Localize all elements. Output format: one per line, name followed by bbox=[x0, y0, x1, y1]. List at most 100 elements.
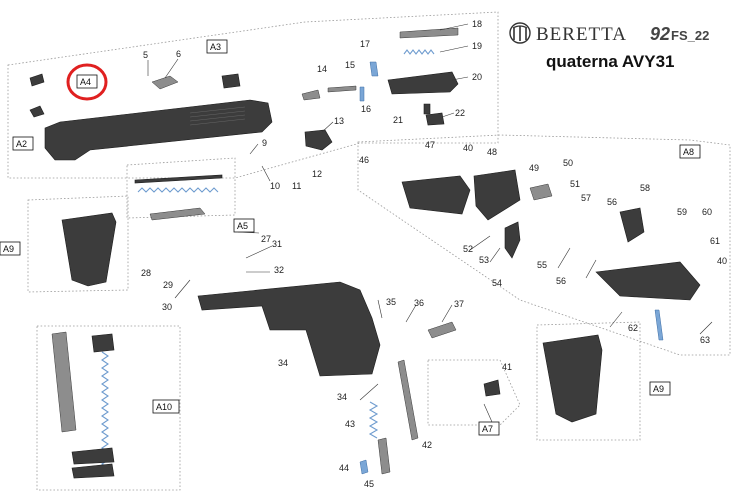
svg-text:A5: A5 bbox=[237, 221, 248, 231]
part-number: 30 bbox=[162, 302, 172, 312]
part-number: 57 bbox=[581, 193, 591, 203]
part-number: 49 bbox=[529, 163, 539, 173]
group-label-a4: A4 bbox=[76, 74, 98, 89]
extractor-part bbox=[151, 75, 179, 90]
part-number: 45 bbox=[364, 479, 374, 489]
brand-header: BERETTA 92 FS_22 quaterna AVY31 bbox=[509, 22, 709, 71]
latch-part-37 bbox=[427, 321, 457, 339]
magazine-floorplate-part bbox=[71, 447, 115, 465]
part-number: 32 bbox=[274, 265, 284, 275]
part-number: 63 bbox=[700, 335, 710, 345]
spring-part-16 bbox=[359, 86, 365, 102]
part-number: 40 bbox=[463, 143, 473, 153]
locking-block-part bbox=[304, 129, 333, 151]
part-number: 17 bbox=[360, 39, 370, 49]
part-number: 55 bbox=[537, 260, 547, 270]
part-number: 13 bbox=[334, 116, 344, 126]
part-number: 56 bbox=[556, 276, 566, 286]
part-number: 18 bbox=[472, 19, 482, 29]
brand-wordmark: BERETTA bbox=[536, 24, 627, 45]
brand-model: 92 bbox=[650, 24, 670, 44]
grip-left-frame bbox=[27, 195, 129, 293]
magazine-frame bbox=[36, 325, 181, 491]
part-number: 19 bbox=[472, 41, 482, 51]
magazine-follower-part bbox=[91, 333, 115, 353]
part-number: 6 bbox=[176, 49, 181, 59]
recoil-spring-frame bbox=[126, 157, 236, 219]
slide-part bbox=[44, 99, 273, 161]
magazine-base-part bbox=[71, 463, 115, 479]
part-number: 11 bbox=[292, 181, 301, 191]
group-label-a2: A2 bbox=[12, 136, 34, 151]
group-frames bbox=[7, 11, 731, 491]
part-number: 36 bbox=[414, 298, 424, 308]
svg-text:A9: A9 bbox=[3, 244, 14, 254]
safety-lever-part bbox=[221, 73, 241, 89]
svg-text:A7: A7 bbox=[482, 424, 493, 434]
part-number: 51 bbox=[570, 179, 580, 189]
rear-sight-part bbox=[29, 105, 45, 118]
grip-right-frame bbox=[536, 321, 641, 441]
part-number: 42 bbox=[422, 440, 432, 450]
part-number: 27 bbox=[261, 234, 271, 244]
mainspring-housing-part bbox=[595, 261, 701, 301]
part-number: 31 bbox=[272, 239, 282, 249]
grip-panel-left-part bbox=[61, 212, 117, 287]
sear-housing-part bbox=[473, 169, 521, 221]
part-number: 43 bbox=[345, 419, 355, 429]
firing-pin-part-49 bbox=[529, 183, 553, 201]
guide-part-45 bbox=[377, 437, 391, 475]
part-shapes bbox=[29, 27, 701, 479]
spring-part-43 bbox=[368, 401, 379, 439]
part-number: 15 bbox=[345, 60, 355, 70]
part-number: 50 bbox=[563, 158, 573, 168]
part-number: 62 bbox=[628, 323, 638, 333]
group-labels: A2 A3 A4 A5 A7 A8 A9 A9 bbox=[0, 39, 701, 436]
slide-stop-part bbox=[149, 207, 206, 221]
group-label-a9-right: A9 bbox=[649, 381, 671, 396]
part-number: 28 bbox=[141, 268, 151, 278]
group-label-a7: A7 bbox=[478, 421, 500, 436]
grip-panel-right-part bbox=[542, 334, 603, 423]
part-number: 46 bbox=[359, 155, 369, 165]
highlight-circle bbox=[66, 63, 108, 101]
part-number: 53 bbox=[479, 255, 489, 265]
part-number: 12 bbox=[312, 169, 322, 179]
svg-text:A3: A3 bbox=[210, 42, 221, 52]
pin-part-44 bbox=[359, 459, 369, 475]
part-number: 14 bbox=[317, 64, 327, 74]
part-number: 59 bbox=[677, 207, 687, 217]
lever-part-41 bbox=[483, 379, 501, 397]
frame-part bbox=[197, 281, 381, 377]
part-number: 16 bbox=[361, 104, 371, 114]
part-number: 10 bbox=[270, 181, 280, 191]
pin-part-21 bbox=[423, 103, 431, 115]
slide-group-frame bbox=[7, 11, 499, 179]
part-number: 52 bbox=[463, 244, 473, 254]
spring-part-19 bbox=[403, 49, 435, 55]
spring-part-62 bbox=[654, 309, 664, 341]
pin-part-17 bbox=[369, 61, 379, 77]
hammer-part bbox=[619, 207, 645, 243]
group-label-a5: A5 bbox=[233, 218, 255, 233]
group-label-a10: A10 bbox=[152, 399, 180, 414]
svg-text:A9: A9 bbox=[653, 384, 664, 394]
clip-part-14 bbox=[301, 89, 321, 101]
part-number: 21 bbox=[393, 115, 403, 125]
trigger-group-frame bbox=[357, 134, 731, 356]
part-number: 41 bbox=[502, 362, 512, 372]
pin-part-15 bbox=[327, 85, 357, 93]
barrel-part-18 bbox=[399, 27, 459, 39]
part-number: 34 bbox=[337, 392, 347, 402]
part-number: 40 bbox=[717, 256, 727, 266]
part-number: 9 bbox=[262, 138, 267, 148]
brand-model-suffix: FS_22 bbox=[671, 28, 709, 43]
part-number: 20 bbox=[472, 72, 482, 82]
recoil-spring-part bbox=[137, 187, 219, 193]
svg-text:A8: A8 bbox=[683, 147, 694, 157]
part-number: 35 bbox=[386, 297, 396, 307]
barrel-block-part-20 bbox=[387, 71, 459, 95]
svg-text:A10: A10 bbox=[156, 402, 172, 412]
guide-rod-part bbox=[134, 174, 223, 184]
